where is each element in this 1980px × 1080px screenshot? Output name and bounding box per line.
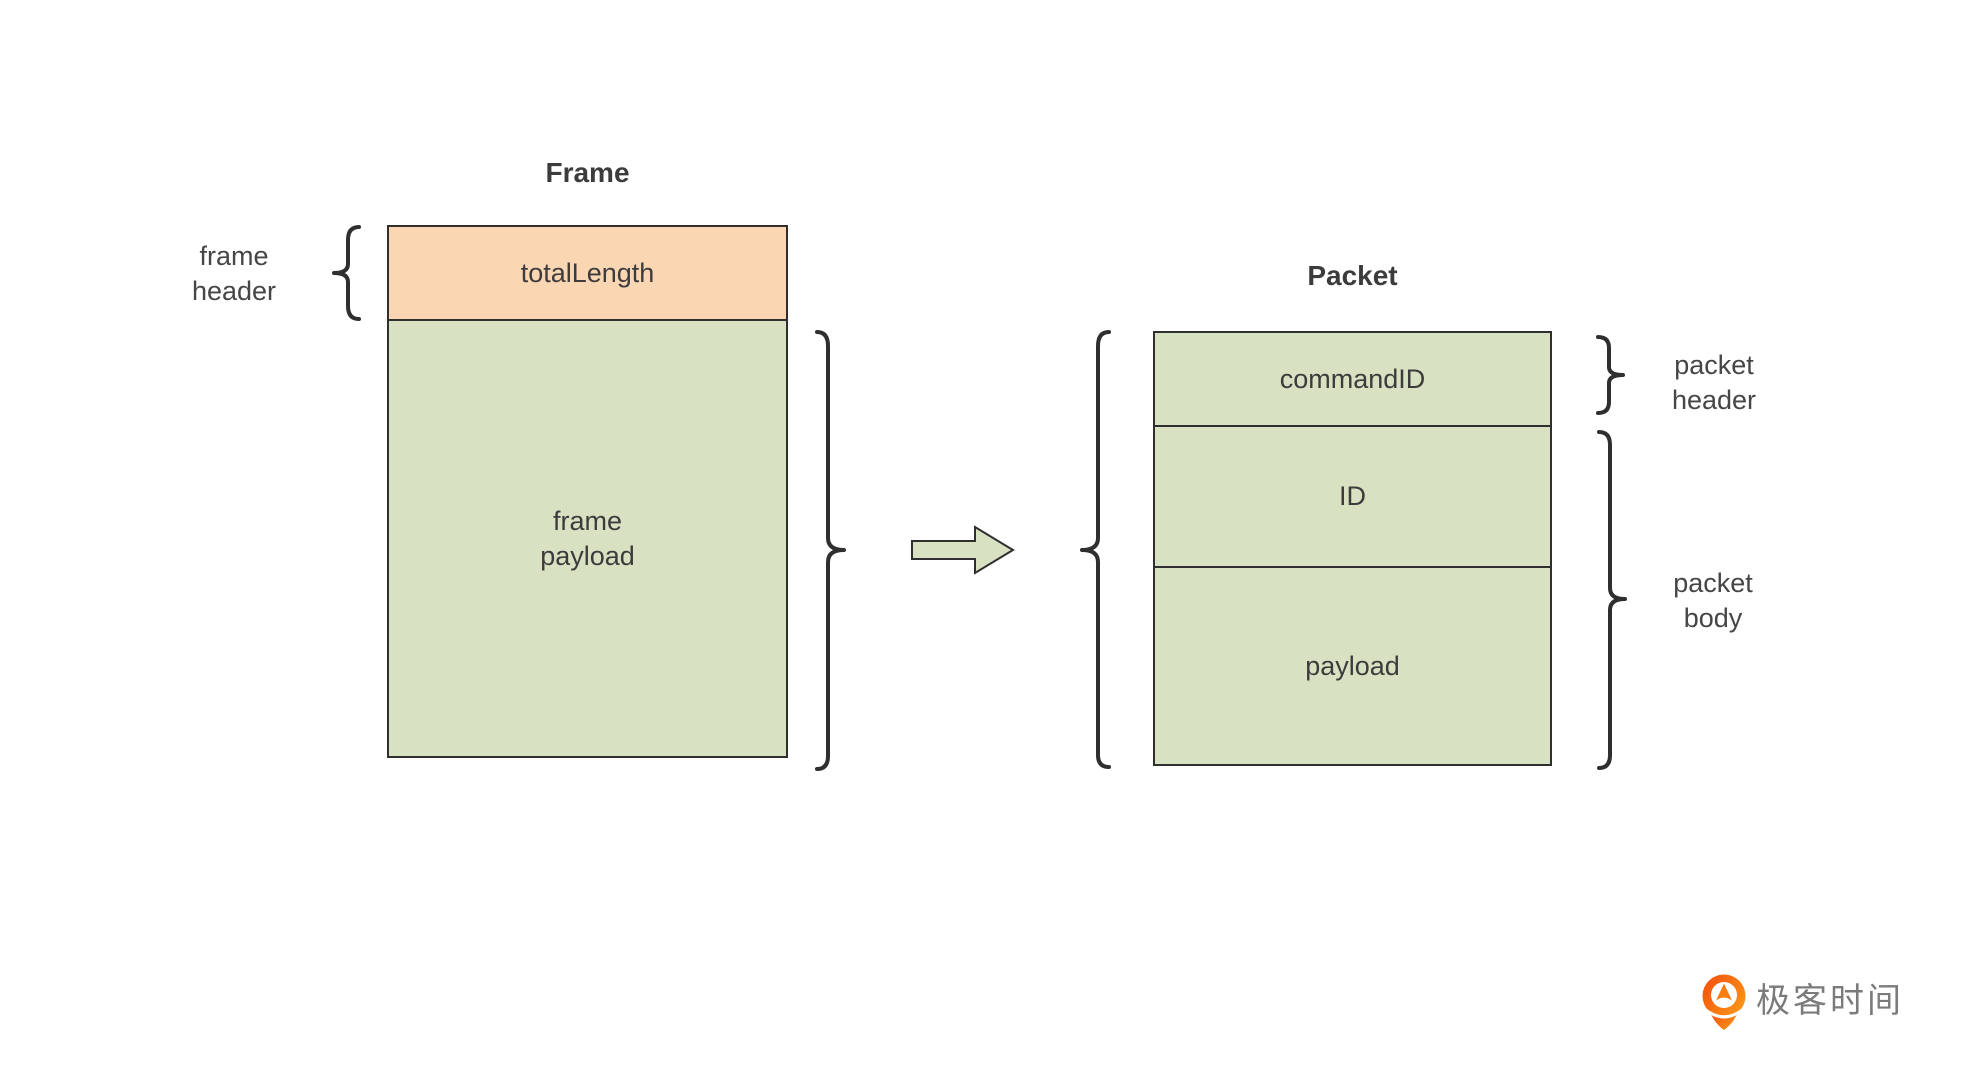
frame-total-length-section: totalLength xyxy=(389,227,786,321)
brand-text: 极客时间 xyxy=(1756,982,1904,1020)
frame-payload-brace xyxy=(815,330,846,771)
geektime-logo-icon xyxy=(1702,974,1746,1030)
packet-title: Packet xyxy=(1307,260,1398,291)
packet-box: commandID ID payload xyxy=(1153,331,1552,766)
frame-header-label: frame header xyxy=(191,241,277,306)
right-arrow-icon xyxy=(911,525,1015,575)
frame-title: Frame xyxy=(545,157,630,188)
packet-left-brace xyxy=(1080,330,1111,769)
frame-box: totalLength frame payload xyxy=(387,225,788,758)
packet-payload-section: payload xyxy=(1155,568,1550,764)
packet-body-brace xyxy=(1597,430,1627,770)
brand-logo: 极客时间 xyxy=(1700,974,1901,1032)
packet-id-section: ID xyxy=(1155,427,1550,568)
packet-header-brace xyxy=(1596,335,1625,415)
frame-header-brace xyxy=(332,225,361,321)
frame-payload-section: frame payload xyxy=(389,321,786,756)
packet-body-label: packet body xyxy=(1673,568,1753,633)
packet-command-id-section: commandID xyxy=(1155,333,1550,427)
packet-header-label: packet header xyxy=(1671,350,1757,415)
